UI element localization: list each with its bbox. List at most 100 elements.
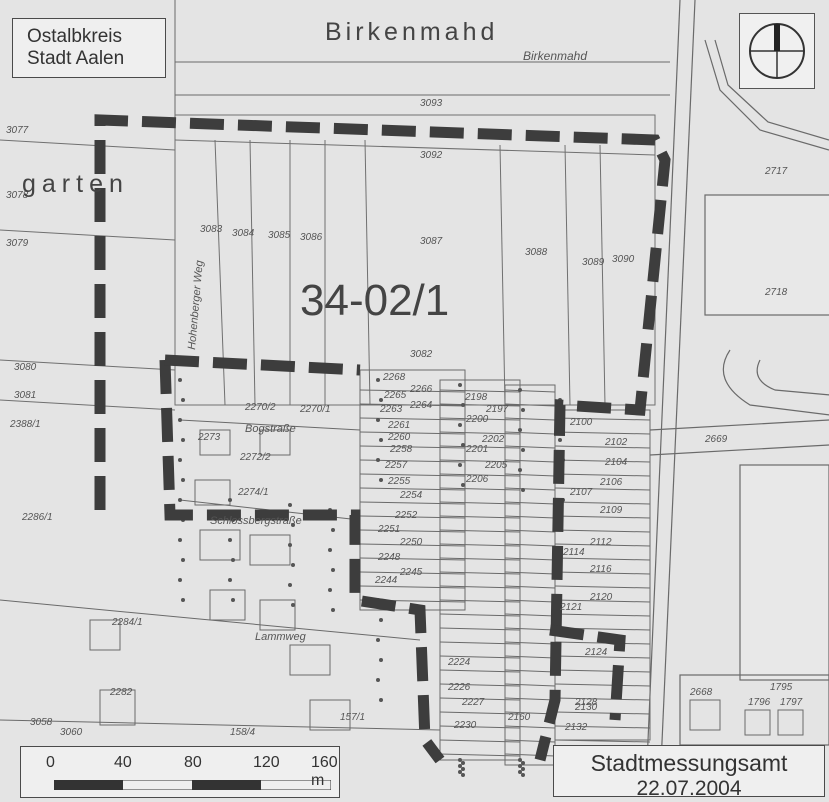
- parcel-number: 157/1: [340, 712, 365, 723]
- parcel-number: 2226: [447, 682, 471, 693]
- parcel-number: 2388/1: [9, 419, 41, 430]
- parcel-number: 158/4: [230, 727, 255, 738]
- parcel-number: 2206: [465, 474, 489, 485]
- parcel-number: 2668: [689, 687, 713, 698]
- parcel-number: 2107: [569, 487, 593, 498]
- parcel-number: 2130: [574, 702, 598, 713]
- planning-boundary: [94, 114, 671, 764]
- district-line1: Ostalbkreis: [27, 26, 123, 47]
- parcel-number: 2717: [764, 166, 788, 177]
- parcel-number: 2261: [387, 420, 410, 431]
- parcel-lines-south: [0, 369, 804, 766]
- parcel-number: 2121: [559, 602, 582, 613]
- parcel-number: 2264: [409, 400, 433, 411]
- parcel-number: 2120: [589, 592, 613, 603]
- parcel-number: 3082: [410, 349, 433, 360]
- district-line2: Stadt Aalen: [27, 48, 125, 69]
- parcel-number: 2248: [377, 552, 401, 563]
- parcel-number: 3092: [420, 150, 443, 161]
- parcel-number: 2201: [465, 444, 488, 455]
- area-fragment-label: garten: [22, 170, 129, 198]
- parcel-number: 2257: [384, 460, 408, 471]
- parcel-number: 2106: [599, 477, 623, 488]
- parcel-number: 2244: [374, 575, 398, 586]
- parcel-number: 2260: [387, 432, 411, 443]
- parcel-number: 2100: [569, 417, 593, 428]
- parcel-number: 2270/2: [244, 402, 276, 413]
- parcel-number: 3085: [268, 230, 291, 241]
- parcel-number: 3090: [612, 254, 635, 265]
- compass-icon: [739, 13, 815, 89]
- parcel-number: 2282: [109, 687, 133, 698]
- parcel-number: 2132: [564, 722, 588, 733]
- parcel-number: 3081: [14, 390, 36, 401]
- parcel-number: 3083: [200, 224, 223, 235]
- parcel-number: 2718: [764, 287, 788, 298]
- parcel-number: 2272/2: [239, 452, 271, 463]
- parcel-number: 1797: [780, 697, 803, 708]
- parcel-number: 3060: [60, 727, 83, 738]
- parcel-number: 2160: [507, 712, 531, 723]
- parcel-number: 2227: [461, 697, 485, 708]
- parcel-number: 1796: [748, 697, 771, 708]
- plan-id: 34-02/1: [300, 276, 449, 325]
- scale-label: 40: [114, 754, 132, 771]
- street-label: Schlossbergstraße: [210, 515, 302, 527]
- area-title: Birkenmahd: [325, 18, 498, 46]
- parcel-number: 2669: [704, 434, 728, 445]
- office-name: Stadtmessungsamt: [590, 750, 788, 776]
- map-date: 22.07.2004: [636, 777, 742, 800]
- parcel-number: 2258: [389, 444, 413, 455]
- parcel-number: 3079: [6, 238, 29, 249]
- parcel-number: 2265: [383, 390, 407, 401]
- parcel-number: 2197: [485, 404, 509, 415]
- district-label-box: Ostalbkreis Stadt Aalen: [12, 18, 166, 78]
- parcel-number: 2266: [409, 384, 433, 395]
- parcel-number: 2102: [604, 437, 628, 448]
- parcel-number: 2128: [574, 697, 598, 708]
- parcel-number: 2205: [484, 460, 508, 471]
- parcel-number: 2112: [589, 537, 612, 548]
- parcel-number: 2286/1: [21, 512, 53, 523]
- parcel-number: 2254: [399, 490, 423, 501]
- parcel-number: 3084: [232, 228, 255, 239]
- parcel-number: 2245: [399, 567, 423, 578]
- scale-label: 80: [184, 754, 202, 771]
- parcel-number: 2200: [465, 414, 489, 425]
- parcel-number: 2109: [599, 505, 623, 516]
- parcel-number: 2198: [464, 392, 488, 403]
- parcel-number: 2116: [589, 564, 612, 575]
- parcel-number: 2273: [197, 432, 221, 443]
- parcel-number: 3087: [420, 236, 443, 247]
- scale-bar-box: 0 40 80 120 160 m: [20, 746, 340, 798]
- road-right: [645, 0, 829, 787]
- parcel-number: 2250: [399, 537, 423, 548]
- parcel-number: 3058: [30, 717, 53, 728]
- parcel-number: 3080: [14, 362, 37, 373]
- street-label: Bogstraße: [245, 423, 296, 435]
- parcel-number: 2252: [394, 510, 418, 521]
- parcel-number: 2202: [481, 434, 505, 445]
- parcel-number: 3086: [300, 232, 323, 243]
- parcel-number: 2224: [447, 657, 471, 668]
- parcel-number: 2263: [379, 404, 403, 415]
- parcel-number: 2104: [604, 457, 628, 468]
- scale-label: 120: [253, 754, 280, 771]
- parcel-number: 2274/1: [237, 487, 269, 498]
- parcel-number: 2251: [377, 524, 400, 535]
- office-label-box: Stadtmessungsamt 22.07.2004: [553, 745, 825, 800]
- parcel-number: 1795: [770, 682, 793, 693]
- parcel-number: 2124: [584, 647, 608, 658]
- scale-label: 0: [46, 754, 55, 771]
- parcel-number: 3093: [420, 98, 443, 109]
- parcel-number: 3089: [582, 257, 605, 268]
- parcel-number: 2230: [453, 720, 477, 731]
- parcel-number: 3078: [6, 190, 29, 201]
- parcel-number: 2268: [382, 372, 406, 383]
- parcel-number: 3077: [6, 125, 29, 136]
- scale-bar: [54, 780, 331, 790]
- parcel-number: 2114: [562, 547, 585, 558]
- parcel-number: 2270/1: [299, 404, 331, 415]
- street-label: Lammweg: [255, 631, 307, 643]
